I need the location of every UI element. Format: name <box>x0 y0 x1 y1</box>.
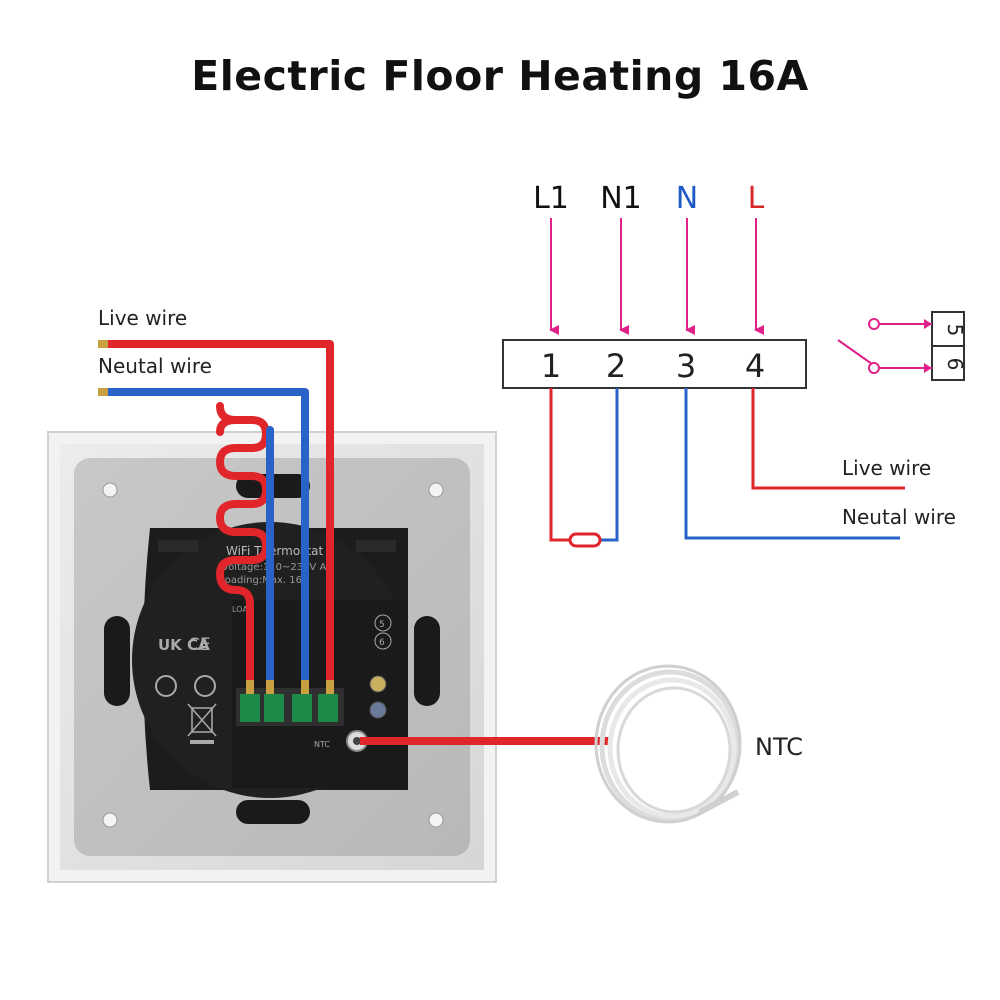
ce-mark: CE <box>188 635 211 655</box>
terminal-label-2: N1 <box>600 181 642 216</box>
terminal-1-wire <box>549 388 570 542</box>
neutral-wire-photo <box>102 388 309 690</box>
device-voltage-text: Voltage:110~230V AC <box>222 562 333 573</box>
terminal-block <box>502 339 807 389</box>
device-loading-text: loading:Max. 16A <box>222 575 309 586</box>
terminal-number-1: 1 <box>541 347 561 385</box>
device-relay-5: 5 <box>379 620 385 630</box>
ntc-label: NTC <box>755 733 803 761</box>
relay-number-6: 6 <box>943 358 967 371</box>
device-model-text: WiFi Thermostat <box>226 544 323 558</box>
ukca-mark: UK CA <box>158 636 210 654</box>
recycle-icon <box>194 675 216 697</box>
neutral-wire-schematic <box>684 388 900 540</box>
terminal-label-4: L <box>748 181 765 216</box>
terminal-label-1: L1 <box>533 181 569 216</box>
terminal-labels: L1 N1 N L <box>533 181 765 216</box>
terminal-arrows <box>549 218 764 335</box>
terminal-label-3: N <box>676 181 698 216</box>
live-wire-schematic <box>751 388 905 490</box>
relay-number-5: 5 <box>943 324 967 337</box>
terminal-number-2: 2 <box>606 347 626 385</box>
disposal-icon <box>155 675 177 697</box>
weee-bin-icon <box>187 703 217 744</box>
device-relay-6: 6 <box>379 638 385 648</box>
terminal-number-3: 3 <box>676 347 696 385</box>
neutral-wire-label-right: Neutal wire <box>842 505 956 529</box>
ntc-sensor-coil <box>594 664 742 824</box>
page-title: Electric Floor Heating 16A <box>191 52 809 100</box>
neutral-wire-label-left: Neutal wire <box>98 354 212 378</box>
terminal-number-4: 4 <box>745 347 765 385</box>
terminal-numbers: 1 2 3 4 <box>541 347 765 385</box>
live-wire-photo <box>102 340 334 690</box>
terminal-2-wire <box>600 388 619 542</box>
live-wire-tip <box>98 340 108 348</box>
device-load-text: LOAD <box>232 605 254 614</box>
neutral-wire-tip <box>98 388 108 396</box>
live-wire-label-right: Live wire <box>842 456 931 480</box>
relay-contact-symbol: 5 6 <box>837 311 967 381</box>
live-wire-label-left: Live wire <box>98 306 187 330</box>
heating-load-symbol <box>568 532 602 548</box>
device-ntc-text: NTC <box>314 740 330 749</box>
